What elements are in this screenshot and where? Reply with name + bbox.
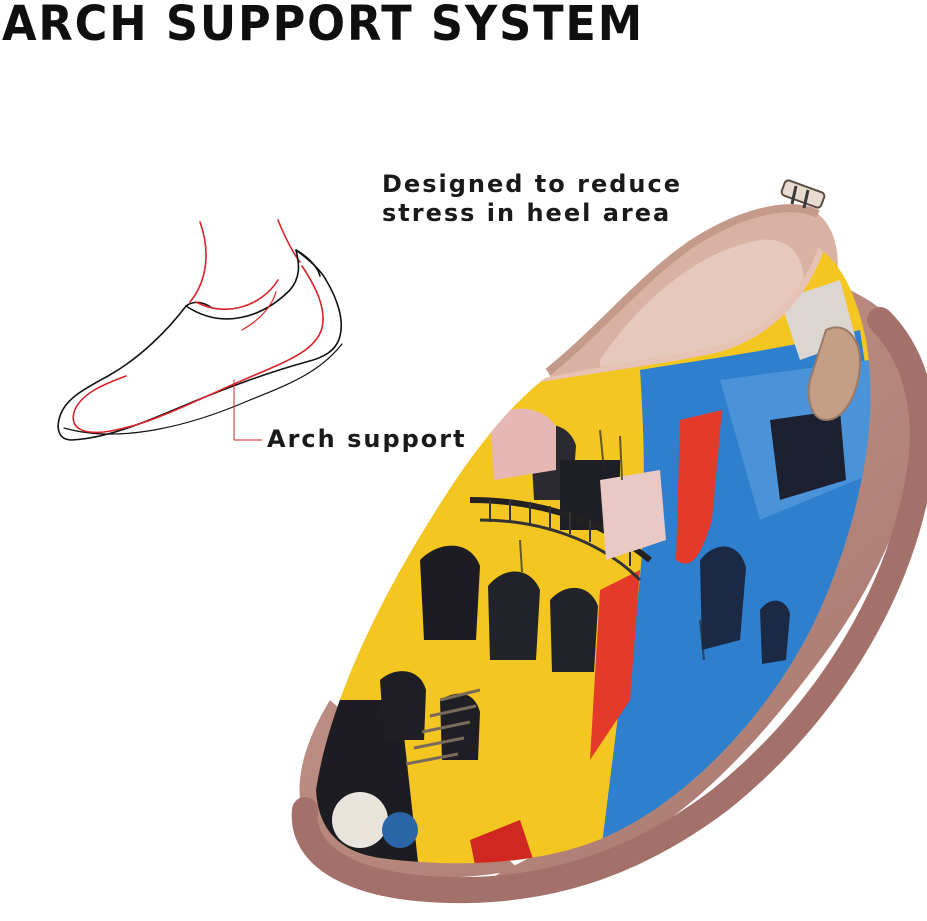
heel-patch <box>807 326 862 422</box>
page-title: ARCH SUPPORT SYSTEM <box>2 0 645 52</box>
heel-callout-line-2: stress in heel area <box>382 199 672 227</box>
arch-callout: Arch support <box>267 425 467 453</box>
heel-callout-line-1: Designed to reduce <box>382 170 682 198</box>
heel-callout: Designed to reduce stress in heel area <box>382 170 702 228</box>
heel-pull-tab <box>780 179 826 209</box>
